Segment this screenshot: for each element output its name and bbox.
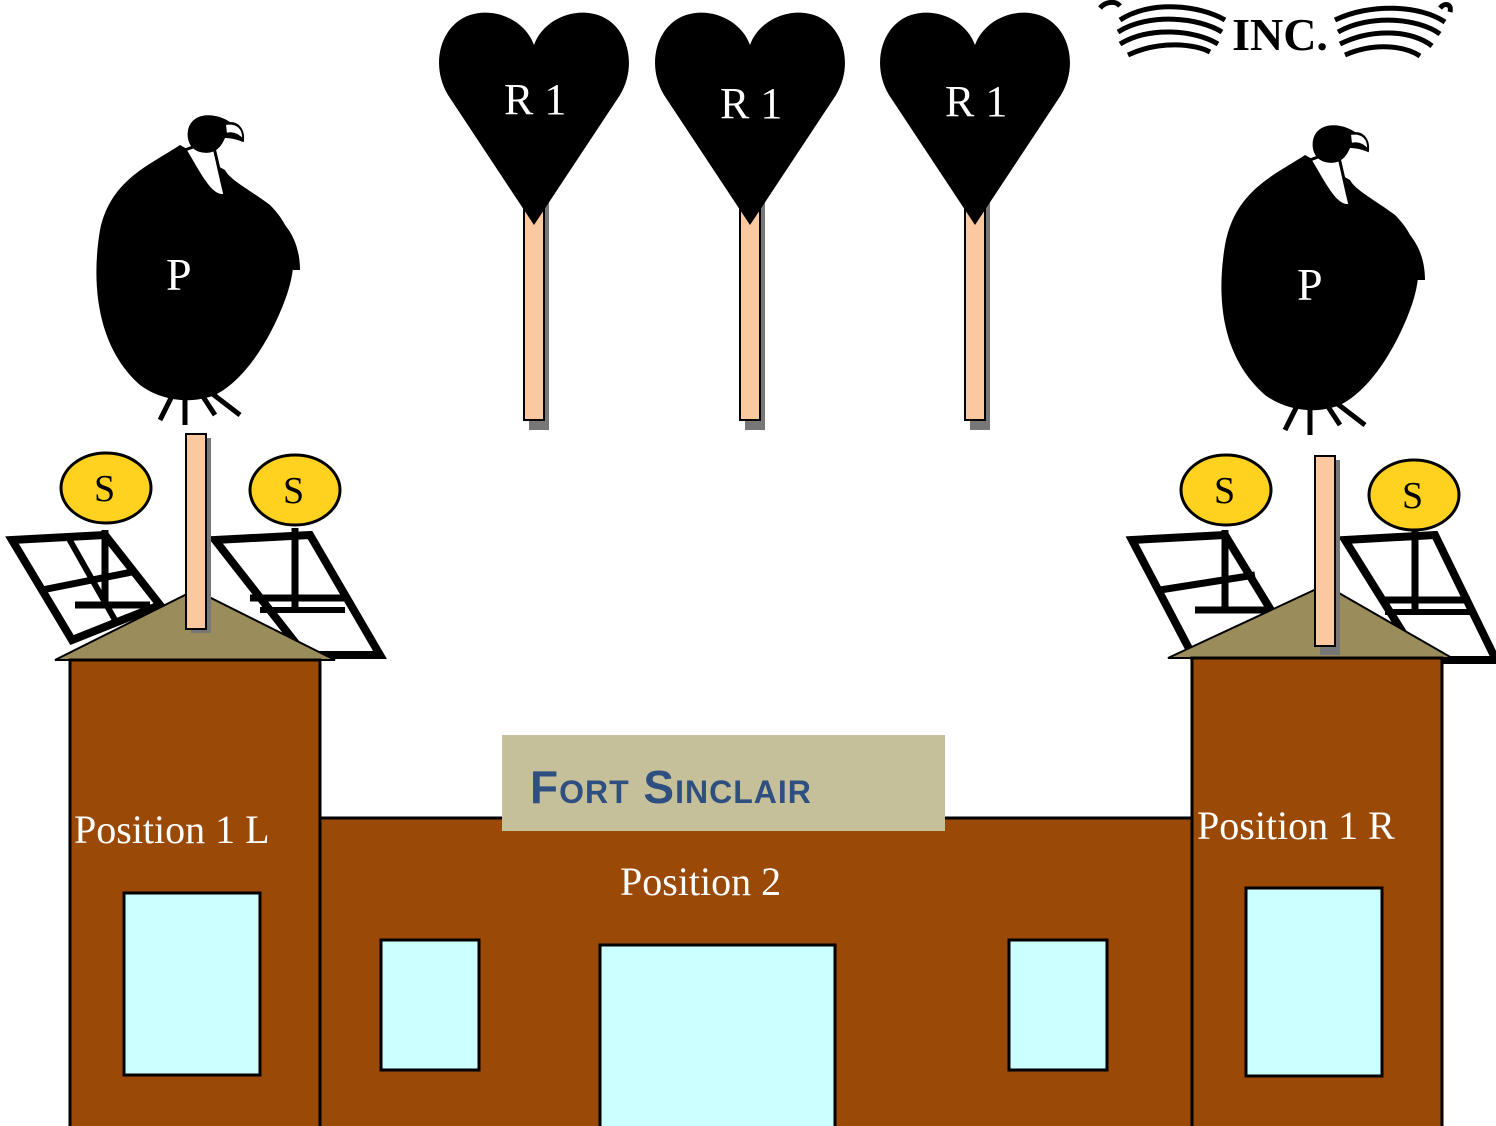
door [598,943,837,1126]
swirl-right-icon [1333,2,1453,59]
window [379,938,481,1072]
fort-building [68,656,1444,1126]
satellite-dish-icon [1367,458,1461,532]
right-tower-roof-equipment [1125,455,1496,666]
satellite-dish-icon [59,451,153,525]
logo-text: INC. [1232,9,1328,60]
logo: INC. [1098,0,1453,60]
satellite-dish-icon [248,453,342,527]
satellite-label: S [283,470,305,512]
vulture-label: P [166,249,192,300]
fort-sign-text: Fort Sinclair [530,761,812,813]
satellite-label: S [94,468,116,510]
satellite-dish-icon [1179,453,1273,527]
window [1007,938,1109,1072]
sign-board [502,735,945,831]
satellite-label: S [1402,475,1424,517]
vulture-label: P [1297,259,1323,310]
left-tower-roof-equipment [5,433,387,661]
window [122,891,262,1077]
roof-marker-label: R 1 [504,75,567,124]
heart-icon [655,12,845,226]
heart-icon [880,12,1070,226]
roof-marker-label: R 1 [720,79,783,128]
roof-marker-2 [655,12,845,430]
vulture-icon [1221,125,1425,435]
center-label: Position 2 [620,859,782,904]
right-tower-label: Position 1 R [1197,803,1395,848]
roof-marker-label: R 1 [945,77,1008,126]
roof-marker-1 [439,12,629,430]
swirl-left-icon [1098,0,1227,58]
heart-icon [439,12,629,226]
satellite-label: S [1214,470,1236,512]
left-tower-label: Position 1 L [74,807,270,852]
roof-marker-3 [880,12,1070,430]
window [1244,886,1384,1078]
vulture-icon [96,115,300,425]
